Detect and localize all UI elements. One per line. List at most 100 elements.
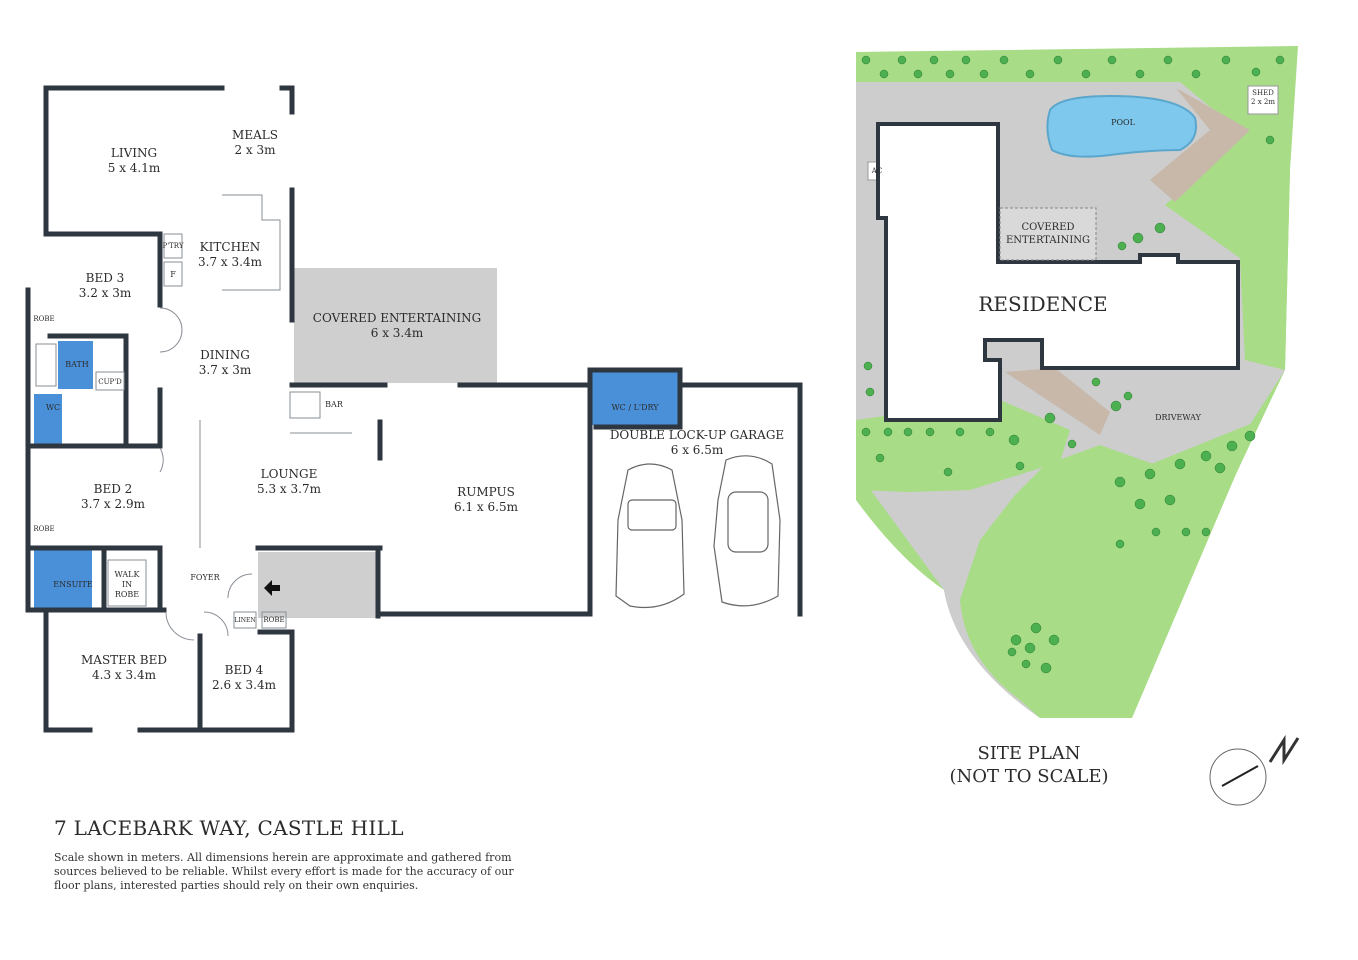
tree-icon — [1110, 400, 1122, 412]
fridge-space — [163, 261, 183, 287]
tree-icon — [979, 69, 989, 79]
site-shed-dim: 2 x 2m — [1251, 98, 1275, 106]
tree-icon — [1226, 440, 1238, 452]
pantry-space — [163, 233, 183, 259]
bed4-dim: 2.6 x 3.4m — [212, 678, 276, 692]
tree-icon — [1024, 642, 1036, 654]
rumpus-dim: 6.1 x 6.5m — [454, 500, 518, 514]
foyer-label: FOYER — [190, 573, 220, 582]
wc-label: WC — [45, 403, 61, 412]
site-residence-label: RESIDENCE — [978, 292, 1108, 316]
tree-icon — [1134, 498, 1146, 510]
tree-icon — [955, 427, 965, 437]
tree-icon — [1021, 659, 1031, 669]
bath-label: BATH — [65, 360, 89, 369]
tree-icon — [985, 427, 995, 437]
living-dim: 5 x 4.1m — [107, 161, 161, 175]
tree-icon — [883, 427, 893, 437]
door-swing-4 — [203, 611, 229, 637]
site-driveway-label: DRIVEWAY — [1155, 413, 1201, 422]
wc-laundry-fill — [590, 370, 678, 425]
tree-icon — [1007, 647, 1017, 657]
tree-icon — [1025, 69, 1035, 79]
tree-icon — [1010, 634, 1022, 646]
walk-in-robe-label: WALK IN ROBE — [114, 570, 140, 599]
wall-north-meals — [279, 85, 295, 115]
walk-in-robe-box — [107, 559, 147, 607]
tree-icon — [1214, 462, 1226, 474]
tree-icon — [1067, 439, 1077, 449]
tree-icon — [1251, 67, 1261, 77]
bar-bench — [289, 391, 321, 419]
bath-tub — [35, 343, 57, 387]
master-bed-dim: 4.3 x 3.4m — [92, 668, 156, 682]
tree-icon — [1174, 458, 1186, 470]
tree-icon — [1115, 539, 1125, 549]
linen-label: LINEN — [234, 617, 256, 624]
covered-entertaining-paving — [294, 268, 497, 383]
bed2-dim: 3.7 x 2.9m — [81, 497, 145, 511]
tree-icon — [1132, 232, 1144, 244]
ensuite-fill — [34, 549, 92, 608]
covered-entertaining-name: COVERED ENTERTAINING — [312, 311, 482, 325]
site-plan-caption: SITE PLAN(NOT TO SCALE) — [950, 742, 1109, 788]
wc-laundry-label: WC / L'DRY — [611, 403, 659, 412]
site-pavers-south — [1005, 368, 1110, 435]
bed4-name: BED 4 — [224, 663, 264, 677]
tree-icon — [861, 55, 871, 65]
tree-icon — [1201, 527, 1211, 537]
fridge-label: F — [170, 270, 176, 279]
site-lawn-patch-drive — [1112, 420, 1260, 540]
tree-icon — [863, 361, 873, 371]
linen-box — [233, 611, 257, 629]
kitchen-dim: 3.7 x 3.4m — [198, 255, 262, 269]
car-coupe-roof — [727, 491, 769, 553]
tree-icon — [1164, 494, 1176, 506]
rumpus-name: RUMPUS — [457, 485, 515, 499]
master-bed-name: MASTER BED — [81, 653, 167, 667]
lounge-name: LOUNGE — [260, 467, 318, 481]
robe-label-bed4: ROBE — [263, 616, 285, 624]
tree-icon — [865, 387, 875, 397]
tree-icon — [1015, 461, 1025, 471]
site-residence-footprint — [876, 122, 1240, 422]
tree-icon — [875, 453, 885, 463]
tree-icon — [945, 69, 955, 79]
tree-icon — [1191, 69, 1201, 79]
tree-icon — [1107, 55, 1117, 65]
disclaimer-text: Scale shown in meters. All dimensions he… — [54, 851, 514, 892]
entry-arrow-icon — [264, 580, 280, 596]
tree-icon — [1030, 622, 1042, 634]
cupboard-label: CUP'D — [98, 378, 122, 386]
tree-icon — [1154, 222, 1166, 234]
tree-icon — [1144, 468, 1156, 480]
tree-icon — [1048, 634, 1060, 646]
site-shed-name: SHED — [1252, 89, 1274, 97]
bed2-name: BED 2 — [93, 482, 133, 496]
robe-label-bed3: ROBE — [33, 315, 55, 323]
tree-icon — [1163, 55, 1173, 65]
tree-icon — [1244, 430, 1256, 442]
tree-icon — [1053, 55, 1063, 65]
dining-name: DINING — [200, 348, 250, 362]
tree-icon — [961, 55, 971, 65]
tree-icon — [1200, 450, 1212, 462]
tree-icon — [861, 427, 871, 437]
tree-icon — [1221, 55, 1231, 65]
north-compass-icon — [1209, 734, 1300, 806]
door-swing-2 — [159, 447, 164, 473]
door-swing-5 — [227, 573, 253, 599]
dining-dim: 3.7 x 3m — [198, 363, 252, 377]
kitchen-bench — [222, 194, 281, 291]
